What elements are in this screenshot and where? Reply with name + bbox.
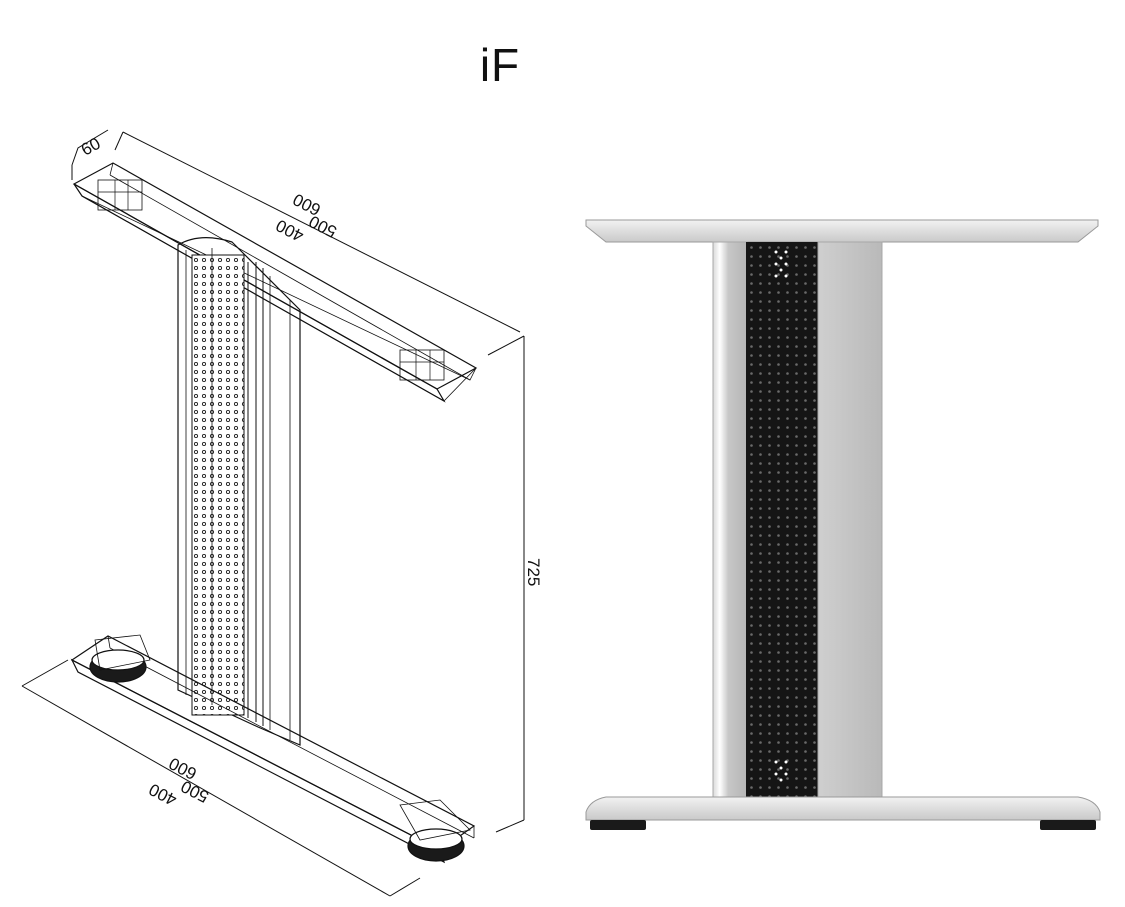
top-bar [585, 219, 1099, 243]
model-title: iF [479, 39, 521, 91]
bottom-length-label-500: 500 [178, 777, 212, 807]
column-wireframe [177, 237, 301, 746]
top-bar-wireframe [72, 162, 478, 403]
dimension-lines [21, 129, 525, 897]
height-label: 725 [524, 558, 543, 586]
left-post [712, 241, 748, 798]
bottom-bar [585, 796, 1101, 821]
front-view-rendering [585, 219, 1101, 830]
isometric-wireframe-drawing [21, 129, 525, 897]
right-post [817, 241, 883, 798]
bottom-bar-wireframe [70, 634, 476, 864]
perforated-panel [746, 242, 818, 797]
left-foot [590, 820, 646, 830]
bottom-length-label-600: 600 [166, 754, 200, 784]
bottom-length-label-400: 400 [146, 780, 180, 810]
top-length-label-400: 400 [273, 216, 307, 246]
right-foot [1040, 820, 1096, 830]
top-width-label: 60 [78, 134, 104, 160]
panel-slot-marks [774, 250, 788, 782]
